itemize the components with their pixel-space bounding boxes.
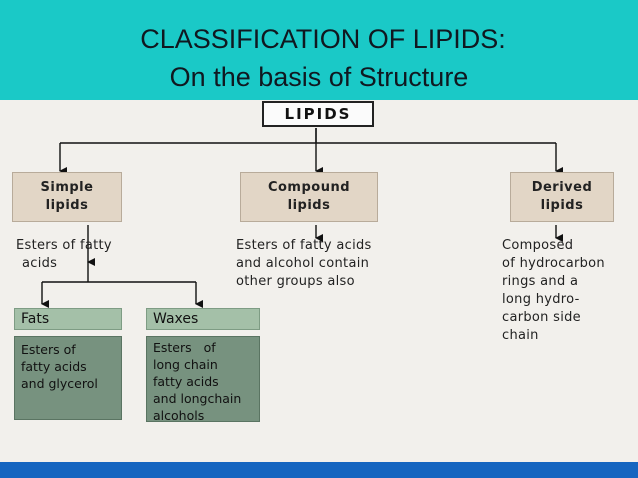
desc-line: rings and a: [502, 274, 579, 289]
desc-line: and longchain: [153, 391, 242, 406]
desc-line: other groups also: [236, 274, 355, 289]
desc-line: chain: [502, 328, 539, 343]
category-simple-lipids: Simple lipids: [12, 172, 122, 222]
waxes-description: Esters of long chain fatty acids and lon…: [146, 336, 260, 423]
slide-subtitle: On the basis of Structure: [169, 62, 469, 92]
desc-line: Esters of: [153, 340, 216, 355]
category-label: Simple: [40, 180, 94, 195]
desc-line: Esters of: [21, 342, 76, 357]
title-banner: CLASSIFICATION OF LIPIDS: On the basis o…: [0, 0, 638, 100]
desc-line: of hydrocarbon: [502, 256, 605, 271]
category-label: Derived: [531, 180, 593, 195]
desc-line: fatty acids: [153, 374, 219, 389]
footer-bar: [0, 462, 638, 478]
desc-line: carbon side: [502, 310, 581, 325]
fats-description: Esters of fatty acids and glycerol: [14, 336, 122, 420]
desc-line: long chain: [153, 357, 218, 372]
desc-line: acids: [22, 256, 58, 271]
root-node-lipids: LIPIDS: [262, 101, 374, 127]
category-label: lipids: [45, 198, 89, 213]
subtype-fats: Fats: [14, 308, 122, 330]
desc-line: Composed: [502, 238, 574, 253]
subtype-waxes: Waxes: [146, 308, 260, 330]
category-label: lipids: [540, 198, 584, 213]
desc-line: fatty acids: [21, 359, 87, 374]
category-label: lipids: [287, 198, 331, 213]
desc-line: long hydro-: [502, 292, 580, 307]
desc-line: and glycerol: [21, 376, 98, 391]
category-derived-lipids: Derived lipids: [510, 172, 614, 222]
desc-line: Esters of fatty acids: [236, 238, 372, 253]
compound-lipids-description: Esters of fatty acids and alcohol contai…: [236, 237, 426, 291]
simple-lipids-description: Esters of fatty acids: [16, 237, 146, 273]
category-label: Compound: [267, 180, 351, 195]
derived-lipids-description: Composed of hydrocarbon rings and a long…: [502, 237, 636, 345]
category-compound-lipids: Compound lipids: [240, 172, 378, 222]
desc-line: alcohols: [153, 408, 205, 423]
desc-line: and alcohol contain: [236, 256, 370, 271]
slide-title: CLASSIFICATION OF LIPIDS:: [140, 24, 506, 54]
desc-line: Esters of fatty: [16, 238, 112, 253]
